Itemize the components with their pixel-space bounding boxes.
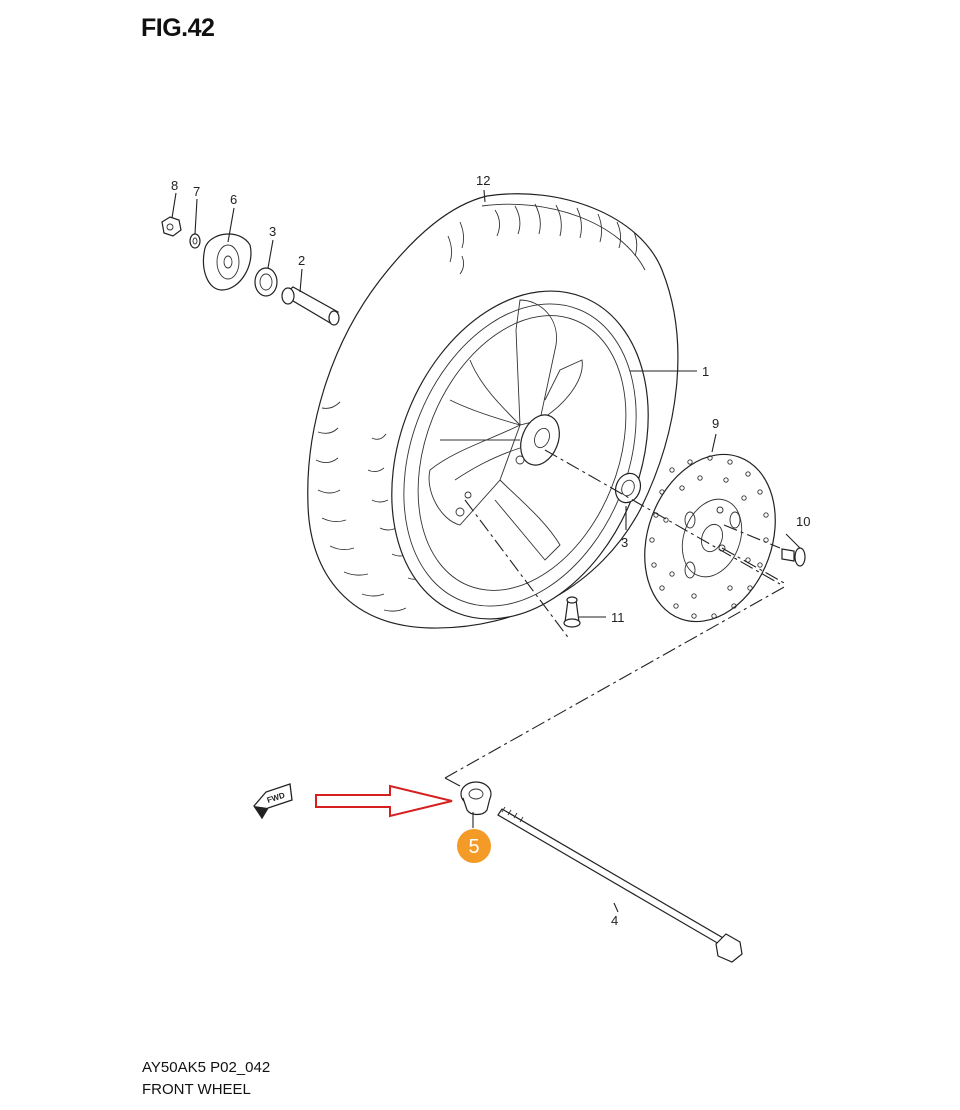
callout-3-left: 3 bbox=[269, 224, 276, 239]
valve-part-11 bbox=[563, 596, 581, 628]
collar-part-5 bbox=[460, 781, 492, 816]
bearing-part-3-left bbox=[254, 267, 278, 297]
figure-title: FIG.42 bbox=[141, 14, 215, 42]
washer-part-7 bbox=[189, 233, 201, 249]
bolt-part-10 bbox=[781, 547, 806, 567]
brake-disc-part-9 bbox=[644, 453, 776, 623]
callout-3-right: 3 bbox=[621, 535, 628, 550]
figure-name: FRONT WHEEL bbox=[142, 1081, 251, 1098]
highlight-badge-5: 5 bbox=[457, 829, 491, 863]
callout-8: 8 bbox=[171, 178, 178, 193]
axle-part-4 bbox=[497, 806, 743, 963]
leader-lines bbox=[171, 189, 801, 913]
callout-1: 1 bbox=[702, 364, 709, 379]
spacer-part-6 bbox=[202, 233, 252, 291]
callout-10: 10 bbox=[796, 514, 810, 529]
nut-part-8 bbox=[161, 216, 182, 237]
callout-2: 2 bbox=[298, 253, 305, 268]
tire-part-12 bbox=[307, 193, 679, 629]
forward-arrow-icon: FWD bbox=[253, 783, 293, 820]
callout-11: 11 bbox=[611, 610, 625, 625]
callout-9: 9 bbox=[712, 416, 719, 431]
bearing-part-3-right bbox=[614, 472, 642, 504]
callout-7: 7 bbox=[193, 184, 200, 199]
red-outline-arrow-icon bbox=[315, 784, 453, 818]
callout-4: 4 bbox=[611, 913, 618, 928]
callout-6: 6 bbox=[230, 192, 237, 207]
figure-code: AY50AK5 P02_042 bbox=[142, 1059, 271, 1076]
callout-5: 5 bbox=[468, 836, 479, 858]
callout-12: 12 bbox=[476, 173, 490, 188]
collar-part-2 bbox=[281, 286, 340, 326]
